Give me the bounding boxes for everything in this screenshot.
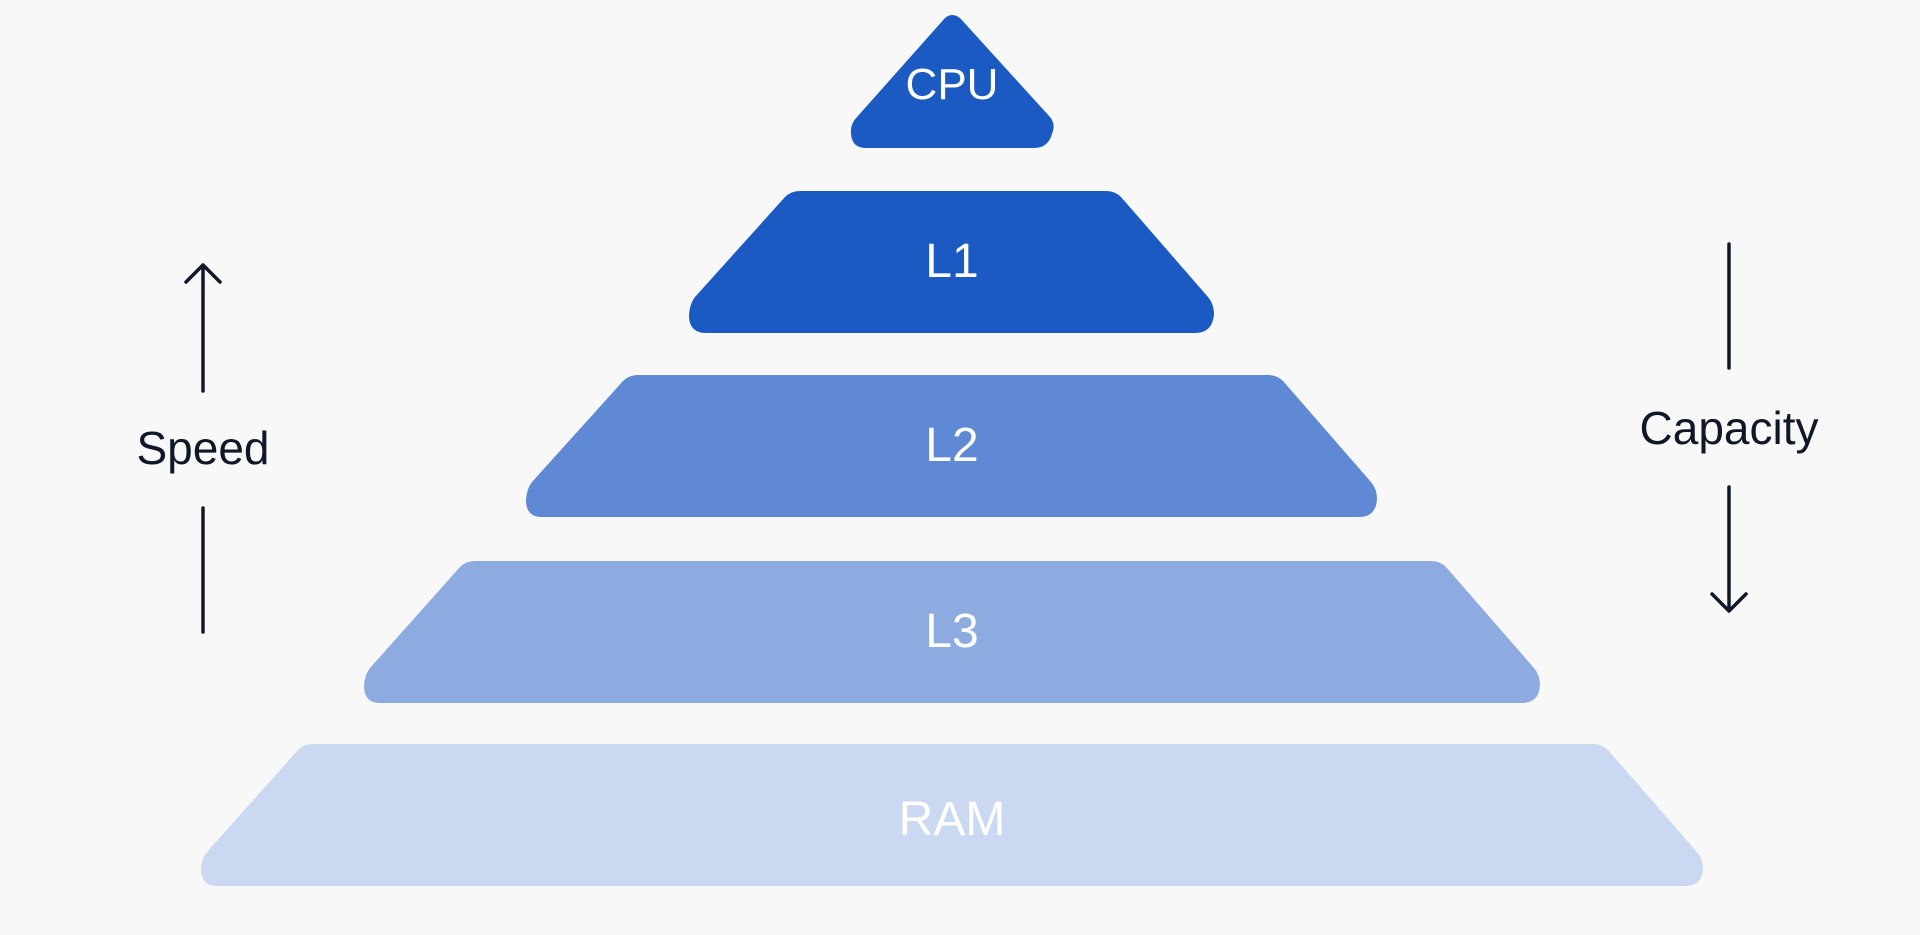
tier-l1: L1 <box>689 191 1214 333</box>
capacity-arrow-down-icon <box>1710 592 1748 613</box>
tier-ram-shape <box>201 744 1703 886</box>
tier-cpu-shape <box>850 15 1054 148</box>
speed-label: Speed <box>136 422 269 474</box>
tier-l2-shape <box>526 375 1377 517</box>
tier-ram: RAM <box>201 744 1703 886</box>
capacity-axis: Capacity <box>1640 242 1819 613</box>
tier-cpu: CPU <box>850 15 1054 148</box>
tier-l1-label: L1 <box>925 235 978 288</box>
tier-l2: L2 <box>526 375 1377 517</box>
tier-l1-shape <box>689 191 1214 333</box>
speed-axis: Speed <box>136 263 270 634</box>
tier-cpu-label: CPU <box>906 60 999 109</box>
capacity-label: Capacity <box>1640 402 1819 454</box>
tier-l2-label: L2 <box>925 419 978 472</box>
speed-arrow-up-icon <box>184 263 222 284</box>
tier-l3-label: L3 <box>925 605 978 658</box>
tier-l3: L3 <box>364 561 1540 703</box>
tier-l3-shape <box>364 561 1540 703</box>
tier-ram-label: RAM <box>899 793 1006 846</box>
